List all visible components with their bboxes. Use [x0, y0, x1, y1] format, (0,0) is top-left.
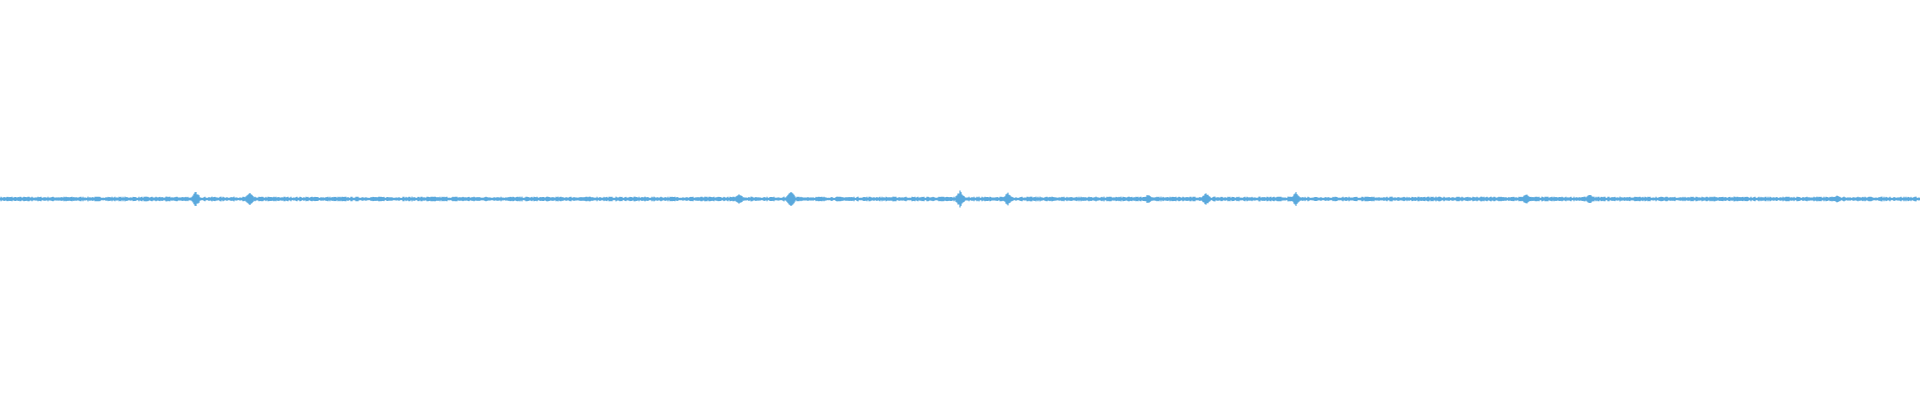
- waveform-graphic: [0, 190, 1920, 208]
